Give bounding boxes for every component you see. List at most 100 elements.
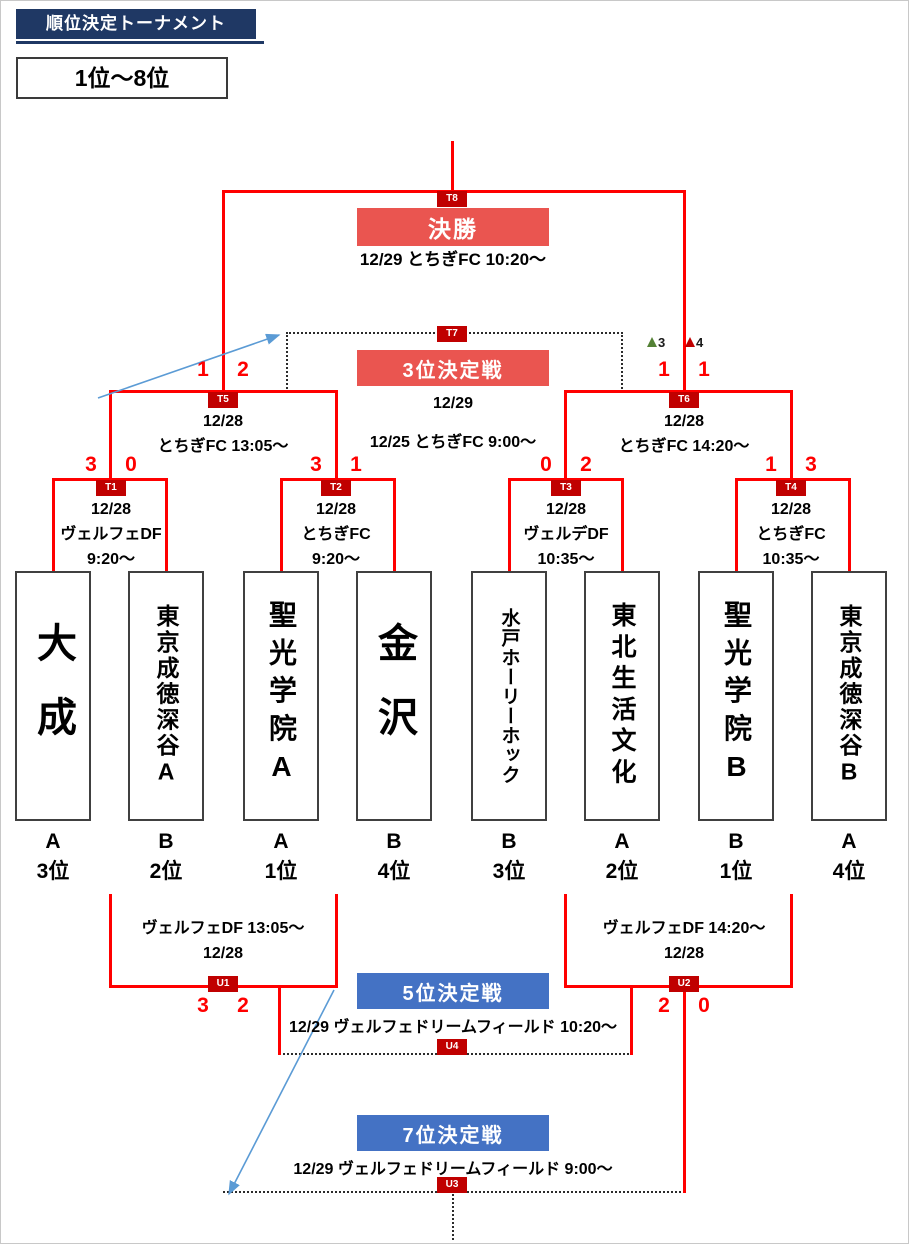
t6-pk-right-score: 4: [696, 335, 704, 350]
tag-t2: T2: [321, 480, 351, 496]
t4-score-left: 1: [765, 453, 777, 476]
tag-t5: T5: [208, 392, 238, 408]
t6-pk-left: 3: [647, 334, 665, 352]
team-name: 東北生活文化: [608, 602, 636, 790]
u2-match-info: ヴェルフェDF 14:20～ 12/28: [584, 916, 784, 966]
group-label: B: [386, 830, 402, 853]
t5-match-info: 12/28 とちぎFC 13:05～: [133, 409, 313, 459]
t1-time: 9:20～: [86, 551, 136, 568]
bracket-line-t1: [52, 478, 168, 481]
t6-pk-left-score: 3: [658, 335, 666, 350]
t5-score-right: 2: [237, 358, 249, 381]
t2-date: 12/28: [315, 501, 357, 518]
t3-date: 12/28: [545, 501, 587, 518]
t1-date: 12/28: [90, 501, 132, 518]
tag-t4: T4: [776, 480, 806, 496]
group-label: A: [614, 830, 630, 853]
t6-pk-right: 4: [685, 334, 703, 352]
team-name: 金沢: [372, 622, 416, 770]
seed-label: 1位: [719, 860, 753, 883]
t6-match-info: 12/28 とちぎFC 14:20～: [594, 409, 774, 459]
seed-label: 3位: [36, 860, 70, 883]
third-place-label: 3位決定戦: [357, 350, 549, 386]
seed-label: 1位: [264, 860, 298, 883]
t1-score-right: 0: [125, 453, 137, 476]
t4-time: 10:35～: [762, 551, 820, 568]
team-box-2: 東京成徳深谷A: [128, 571, 204, 821]
bracket-line: [109, 390, 112, 481]
tag-t3: T3: [551, 480, 581, 496]
bracket-line: [630, 985, 633, 1055]
u2-score-right: 0: [698, 994, 710, 1017]
title-underline: [16, 41, 264, 44]
final-info: 12/29 とちぎFC 10:20～: [359, 250, 547, 269]
bracket-line: [848, 478, 851, 573]
t2-score-right: 1: [350, 453, 362, 476]
dotted-line: [286, 332, 288, 392]
seed-label: 4位: [832, 860, 866, 883]
t1-score-left: 3: [85, 453, 97, 476]
tag-t1: T1: [96, 480, 126, 496]
bracket-line: [109, 894, 112, 987]
tag-u2: U2: [669, 976, 699, 992]
bracket-line-semi-right: [564, 390, 793, 393]
team-name: 聖光学院A: [266, 600, 297, 792]
t5-score-left: 1: [197, 358, 209, 381]
u2-venue: ヴェルフェDF 14:20～: [602, 920, 766, 937]
fifth-place-info: 12/29 ヴェルフェドリームフィールド 10:20～: [288, 1019, 618, 1036]
page-title: 順位決定トーナメント: [16, 9, 256, 39]
pk-marker-green-icon: [647, 337, 657, 347]
t4-score-right: 3: [805, 453, 817, 476]
t6-score-right: 1: [698, 358, 710, 381]
t4-venue: とちぎFC: [756, 526, 826, 543]
group-label: B: [501, 830, 517, 853]
u1-date: 12/28: [202, 945, 244, 962]
fifth-place-label: 5位決定戦: [357, 973, 549, 1009]
seventh-place-info: 12/29 ヴェルフェドリームフィールド 9:00～: [293, 1161, 613, 1178]
t4-date: 12/28: [770, 501, 812, 518]
bracket-line: [393, 478, 396, 573]
t3-venue: ヴェルデDF: [523, 526, 609, 543]
bracket-line-t4: [735, 478, 851, 481]
seventh-place-label: 7位決定戦: [357, 1115, 549, 1151]
u2-score-left: 2: [658, 994, 670, 1017]
tag-u3: U3: [437, 1177, 467, 1193]
bracket-line-t3: [508, 478, 624, 481]
t5-date: 12/28: [202, 413, 244, 430]
bracket-line: [222, 190, 225, 394]
t2-time: 9:20～: [311, 551, 361, 568]
bracket-line: [564, 390, 567, 481]
bracket-line-champion: [451, 141, 454, 192]
t3-time: 10:35～: [537, 551, 595, 568]
t2-venue: とちぎFC: [301, 526, 371, 543]
bracket-line: [790, 894, 793, 987]
pk-marker-red-icon: [685, 337, 695, 347]
t1-match-info: 12/28 ヴェルフェDF 9:20～: [31, 497, 191, 572]
t2-match-info: 12/28 とちぎFC 9:20～: [256, 497, 416, 572]
third-place-info: 12/25 とちぎFC 9:00～: [369, 434, 537, 451]
t3-score-right: 2: [580, 453, 592, 476]
t3-score-left: 0: [540, 453, 552, 476]
tag-u1: U1: [208, 976, 238, 992]
team-name: 東京成徳深谷B: [836, 604, 862, 788]
bracket-line: [165, 478, 168, 573]
bracket-line: [508, 478, 511, 573]
team-box-1: 大成: [15, 571, 91, 821]
bracket-line: [280, 478, 283, 573]
team-box-3: 聖光学院A: [243, 571, 319, 821]
tag-u4: U4: [437, 1039, 467, 1055]
bracket-line: [790, 390, 793, 481]
t6-date: 12/28: [663, 413, 705, 430]
t2-score-left: 3: [310, 453, 322, 476]
group-label: B: [158, 830, 174, 853]
team-box-7: 聖光学院B: [698, 571, 774, 821]
u1-score-left: 3: [197, 994, 209, 1017]
t6-venue: とちぎFC 14:20～: [618, 438, 750, 455]
u1-match-info: ヴェルフェDF 13:05～ 12/28: [123, 916, 323, 966]
